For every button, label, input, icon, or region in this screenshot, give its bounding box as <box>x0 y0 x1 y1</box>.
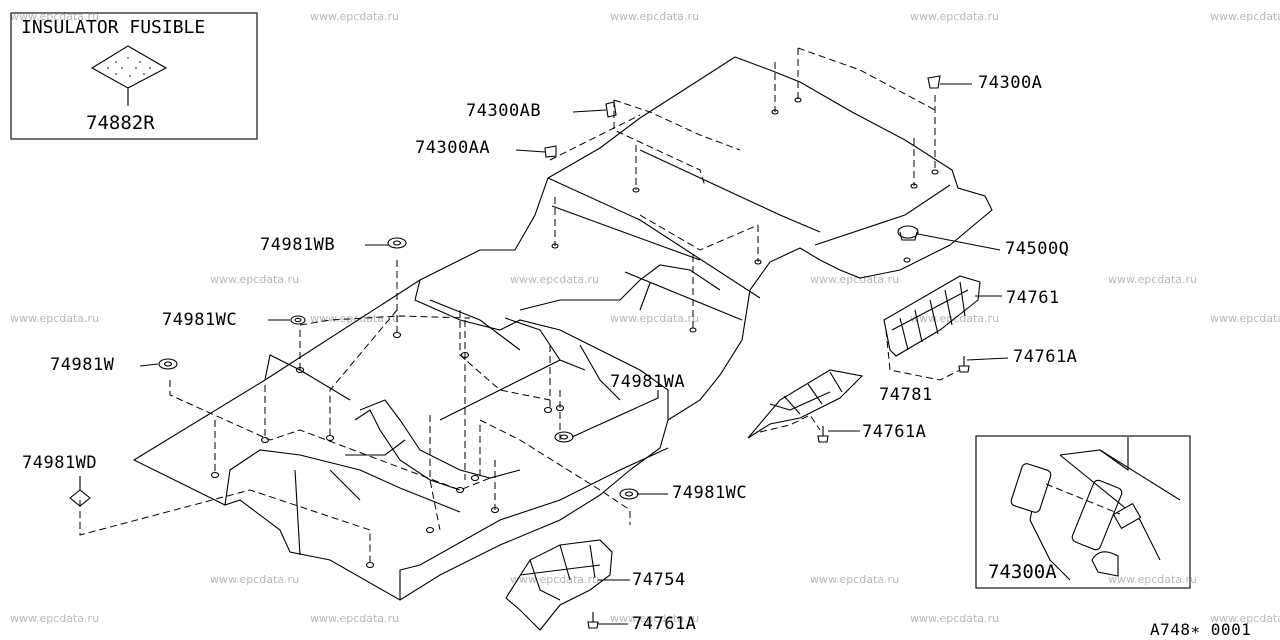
watermark: www.epcdata.ru <box>10 612 100 625</box>
part-number-74500Q[interactable]: 74500Q <box>1005 239 1070 259</box>
leader-lines <box>79 83 1009 625</box>
part-number-74981W[interactable]: 74981W <box>50 355 115 375</box>
watermark: www.epcdata.ru <box>910 612 1000 625</box>
watermark: www.epcdata.ru <box>310 612 400 625</box>
watermark: www.epcdata.ru <box>310 312 400 325</box>
watermark: www.epcdata.ru <box>610 10 700 23</box>
insulator-pad-dots <box>107 57 151 77</box>
watermark: www.epcdata.ru <box>1210 612 1280 625</box>
part-number-74981WC[interactable]: 74981WC <box>672 483 748 503</box>
placement-lines <box>79 47 961 565</box>
part-number-74781[interactable]: 74781 <box>879 385 933 405</box>
part-number-74300AA[interactable]: 74300AA <box>415 138 491 158</box>
inset-frame-bottom <box>975 435 1191 589</box>
grommets <box>69 75 941 507</box>
watermark: www.epcdata.ru <box>1210 10 1280 23</box>
watermark: www.epcdata.ru <box>510 273 600 286</box>
heat-shield-74754 <box>505 539 613 631</box>
inset-title: INSULATOR FUSIBLE <box>21 17 206 38</box>
watermark: www.epcdata.ru <box>510 573 600 586</box>
part-number-74981WC[interactable]: 74981WC <box>162 310 238 330</box>
watermark: www.epcdata.ru <box>210 573 300 586</box>
part-number-74300A[interactable]: 74300A <box>978 73 1043 93</box>
part-number-74882R[interactable]: 74882R <box>86 112 155 134</box>
part-number-74761A[interactable]: 74761A <box>1013 347 1078 367</box>
part-number-74300A-inset[interactable]: 74300A <box>988 561 1057 583</box>
part-number-74754[interactable]: 74754 <box>632 570 686 590</box>
watermark: www.epcdata.ru <box>1108 273 1198 286</box>
plug-icon <box>1112 502 1142 530</box>
part-number-74981WB[interactable]: 74981WB <box>260 235 336 255</box>
screws <box>587 356 970 629</box>
watermark: www.epcdata.ru <box>610 612 700 625</box>
watermark: www.epcdata.ru <box>10 312 100 325</box>
watermark: www.epcdata.ru <box>810 273 900 286</box>
watermark: www.epcdata.ru <box>210 273 300 286</box>
part-number-74981WA[interactable]: 74981WA <box>610 372 686 392</box>
part-number-74761A[interactable]: 74761A <box>632 614 697 634</box>
part-number-74761A[interactable]: 74761A <box>862 422 927 442</box>
heat-shield-74781 <box>747 369 864 439</box>
plug-hole-icon <box>1010 463 1052 513</box>
insulator-pad-icon <box>90 45 168 89</box>
watermark: www.epcdata.ru <box>1108 573 1198 586</box>
watermark: www.epcdata.ru <box>310 10 400 23</box>
inset-frame-top <box>10 12 258 140</box>
pad-74981wd-icon <box>69 489 91 507</box>
watermark: www.epcdata.ru <box>610 312 700 325</box>
mounting-holes <box>210 97 939 569</box>
watermark: www.epcdata.ru <box>910 10 1000 23</box>
part-number-74981WD[interactable]: 74981WD <box>22 453 98 473</box>
watermark: www.epcdata.ru <box>1210 312 1280 325</box>
watermark: www.epcdata.ru <box>810 573 900 586</box>
diagram-code: A748∗ 0001 <box>1150 620 1252 639</box>
part-number-74300AB[interactable]: 74300AB <box>466 101 542 121</box>
part-number-74761[interactable]: 74761 <box>1006 288 1060 308</box>
floor-panel <box>132 56 993 601</box>
heat-shield-74761 <box>883 275 981 357</box>
